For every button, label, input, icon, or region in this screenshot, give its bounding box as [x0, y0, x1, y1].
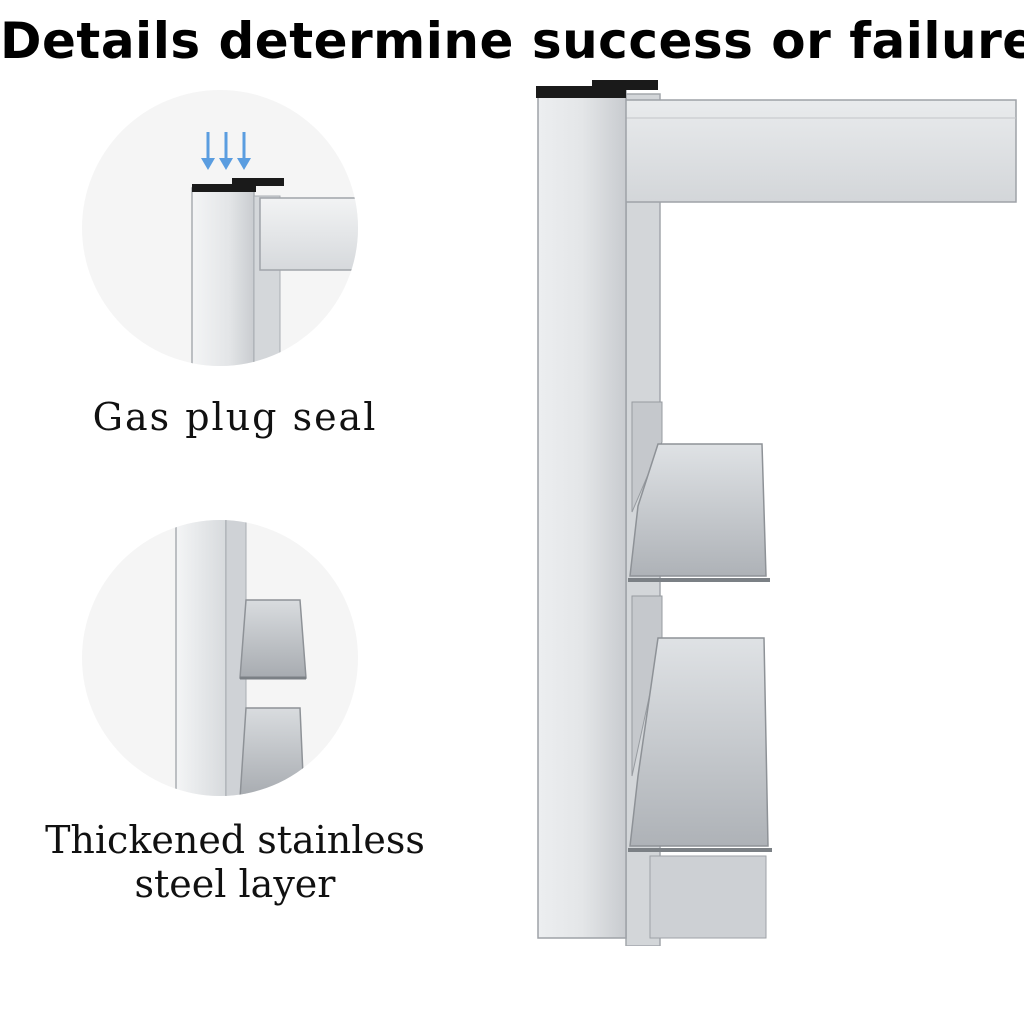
- headline: Details determine success or failure: [0, 12, 1024, 70]
- gas-plug-seal-caption: Gas plug seal: [92, 395, 378, 439]
- stainless-steel-layer-detail: [82, 520, 358, 796]
- arrow-down-icons: [201, 132, 251, 170]
- gas-plug-seal-detail: [82, 90, 358, 366]
- caption-line-1: Thickened stainless: [45, 818, 425, 862]
- rack-main-view: [536, 80, 1017, 946]
- stainless-steel-caption: Thickened stainless steel layer: [20, 818, 450, 906]
- caption-line-2: steel layer: [134, 862, 336, 906]
